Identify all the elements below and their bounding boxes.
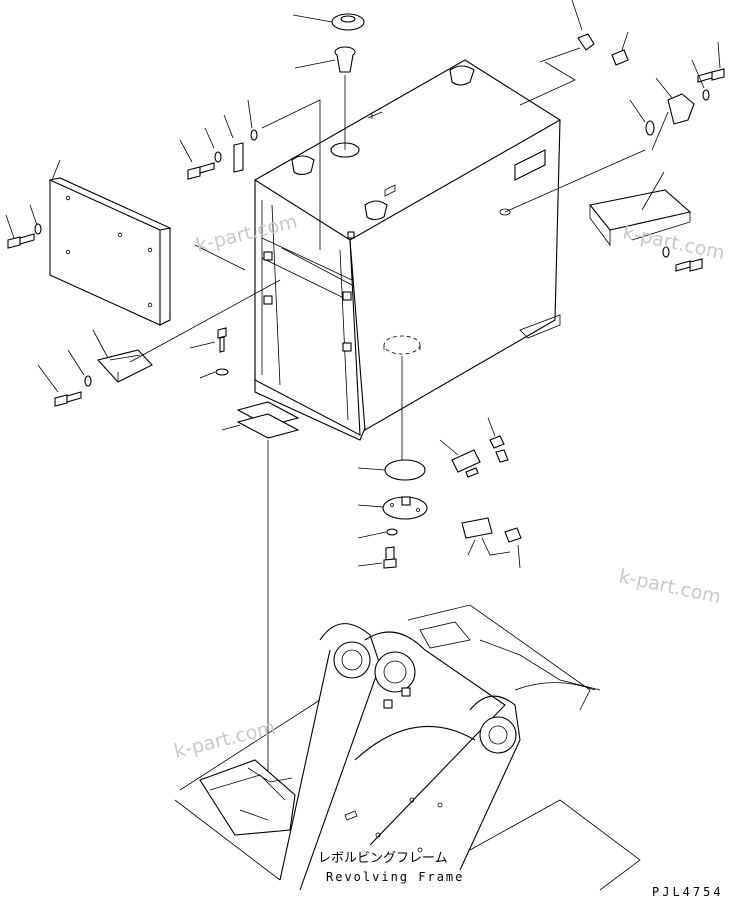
filler-cap [292, 13, 365, 31]
revolving-frame [174, 604, 641, 891]
bolt [357, 546, 397, 569]
frame-label-japanese: レボルビングフレーム [318, 851, 448, 866]
switch-connector [461, 517, 522, 569]
bolt [662, 246, 703, 272]
pressure-sensor [439, 439, 481, 478]
bolt [179, 99, 321, 271]
flange [357, 496, 428, 520]
frame-label-english: Revolving Frame [326, 870, 464, 884]
watermark: k-part.com [172, 716, 278, 762]
watermark: k-part.com [621, 221, 727, 264]
drawing-code: PJL4754 [652, 885, 724, 899]
strainer [294, 46, 356, 150]
bolt [691, 41, 725, 101]
drain-plate [357, 356, 426, 481]
side-cover-plate [49, 159, 172, 326]
bolt [37, 349, 92, 407]
watermark: k-part.com [617, 565, 723, 608]
bolt [5, 204, 42, 249]
hydraulic-tank [253, 59, 562, 441]
bolt [189, 327, 229, 379]
watermark: k-part.com [194, 210, 300, 256]
shim [221, 401, 300, 830]
elbow-fitting [519, 0, 629, 106]
mounting-plate [589, 171, 692, 247]
level-sensor [504, 77, 695, 213]
bracket [92, 279, 281, 383]
elbow-fitting [487, 417, 509, 463]
washer [357, 528, 398, 539]
